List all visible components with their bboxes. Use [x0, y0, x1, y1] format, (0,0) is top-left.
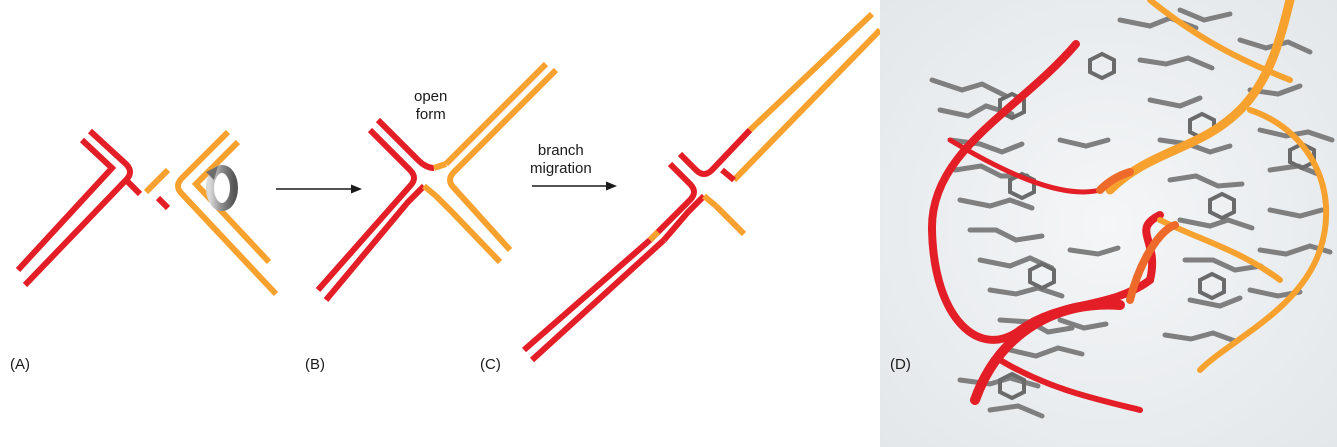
panel-a-red-strands: [15, 128, 143, 288]
panel-c-red-strands: [522, 127, 753, 363]
panel-label-b: (B): [305, 356, 325, 373]
panel-a-junction: [15, 128, 279, 297]
panel-c-junction: [522, 11, 883, 363]
crossover-ribbon: [1096, 168, 1179, 304]
branch-migration-line2: migration: [530, 160, 592, 177]
orange-backbone-ribbon: [1105, 0, 1330, 373]
panel-label-c: (C): [480, 356, 501, 373]
base-stack-sticks: [929, 7, 1335, 419]
panel-c-orange-strands: [647, 11, 883, 243]
reaction-arrow-icon: [276, 184, 362, 194]
panel-a-orange-strands: [143, 129, 279, 297]
red-backbone-ribbon: [927, 40, 1164, 413]
panel-b-orange-strands: [422, 61, 559, 265]
reaction-arrow-icon-2: [532, 181, 617, 191]
open-form-annotation: open form: [414, 88, 447, 124]
branch-migration-annotation: branch migration: [530, 142, 592, 178]
panel-d-structure: [880, 0, 1337, 447]
rotation-arrow-icon: [206, 165, 238, 211]
panel-b-red-strands: [315, 117, 435, 302]
open-form-line2: form: [415, 106, 446, 123]
open-form-line1: open: [414, 88, 448, 105]
panel-label-a: (A): [10, 356, 30, 373]
panel-a-crossing: [155, 195, 171, 211]
branch-migration-line1: branch: [537, 142, 584, 159]
panel-b-junction: [315, 61, 559, 302]
panel-label-d: (D): [890, 356, 911, 373]
